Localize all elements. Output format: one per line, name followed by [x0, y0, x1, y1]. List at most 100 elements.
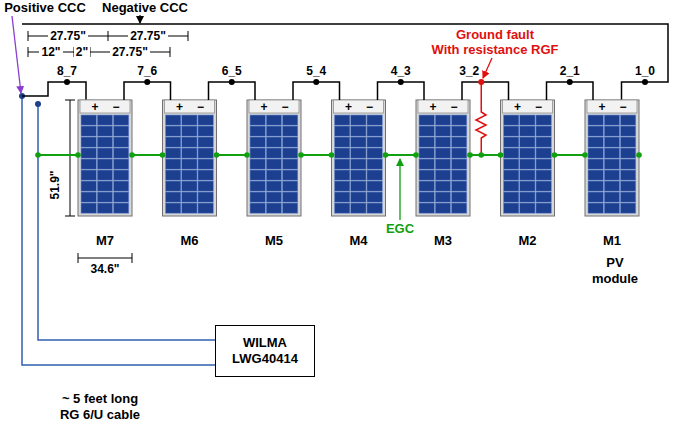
pv-cell [182, 192, 197, 202]
pv-cell [367, 159, 382, 169]
pv-cell [81, 126, 96, 136]
pv-panel [585, 100, 639, 216]
fault-label: Ground fault [456, 28, 534, 42]
pv-cell [282, 159, 297, 169]
pv-cell [166, 181, 181, 191]
pv-cell [620, 170, 635, 180]
junction-box [165, 100, 215, 113]
callout-arrow [139, 15, 140, 23]
pv-cell [81, 181, 96, 191]
egc-wire [555, 154, 586, 156]
pv-cell [588, 181, 603, 191]
pv-cell [198, 203, 213, 213]
pv-panel [501, 100, 555, 216]
fault-label: With resistance RGF [431, 43, 558, 57]
module-name: M6 [180, 234, 198, 248]
module-name: M4 [349, 234, 367, 248]
pv-cell [504, 115, 519, 125]
terminal-name: 4_3 [391, 64, 411, 78]
cable-note: RG 6/U cable [60, 408, 140, 422]
pv-cell [504, 137, 519, 147]
pv-cell [419, 137, 434, 147]
polarity-mark: + [514, 100, 521, 114]
pv-cell [435, 192, 450, 202]
pv-cell [335, 192, 350, 202]
pv-cell [604, 159, 619, 169]
pv-cell [604, 170, 619, 180]
pv-cell [604, 181, 619, 191]
pv-cell [166, 137, 181, 147]
pv-cell [282, 148, 297, 158]
terminal-dot [35, 101, 41, 107]
pv-cell [113, 126, 128, 136]
pv-cell [435, 148, 450, 158]
pv-cell [282, 192, 297, 202]
callout-arrow [399, 159, 400, 220]
junction-box [503, 100, 553, 113]
polarity-mark: + [260, 100, 267, 114]
egc-label: EGC [386, 222, 414, 236]
terminal-name: 6_5 [222, 64, 242, 78]
pv-cell [198, 170, 213, 180]
pv-panel [163, 100, 217, 216]
pv-cell [419, 170, 434, 180]
terminal-dot [567, 79, 573, 85]
pv-cell [182, 148, 197, 158]
pv-cell [266, 192, 281, 202]
pv-cell [620, 148, 635, 158]
egc-wire [470, 154, 501, 156]
pv-cell [182, 181, 197, 191]
pv-cell [604, 148, 619, 158]
pv-cell [588, 159, 603, 169]
polarity-mark: − [535, 100, 542, 114]
pv-cell [335, 115, 350, 125]
egc-dot [329, 152, 335, 158]
pv-cell [198, 181, 213, 191]
pv-cell [520, 192, 535, 202]
pv-cell [367, 203, 382, 213]
pv-panel [247, 100, 301, 216]
pv-cell [351, 159, 366, 169]
pv-cell [282, 203, 297, 213]
pv-cell [520, 203, 535, 213]
pv-cell [435, 203, 450, 213]
pv-cell [113, 115, 128, 125]
wire-label: Negative CCC [102, 1, 188, 15]
pv-cell [335, 170, 350, 180]
pv-panel [332, 100, 386, 216]
pv-cell [266, 181, 281, 191]
egc-wire [38, 154, 78, 156]
pv-cell [435, 181, 450, 191]
pv-cell [435, 137, 450, 147]
pv-cell [504, 203, 519, 213]
pv-cell [536, 148, 551, 158]
pv-cell [335, 126, 350, 136]
pv-cell [536, 192, 551, 202]
egc-wire [386, 154, 417, 156]
pv-cell [419, 148, 434, 158]
pv-cell [588, 137, 603, 147]
egc-dot [244, 152, 250, 158]
pv-cell [113, 148, 128, 158]
terminal-name: 5_4 [306, 64, 326, 78]
pv-cell [620, 137, 635, 147]
pv-cell [266, 159, 281, 169]
instrument-name: WILMA LWG40414 [225, 335, 305, 367]
pv-cell [182, 170, 197, 180]
pv-cell [536, 159, 551, 169]
dimension: 34.6" [90, 262, 119, 276]
pv-cell [351, 170, 366, 180]
pv-cell [166, 148, 181, 158]
pv-cell [250, 170, 265, 180]
pv-cell [166, 115, 181, 125]
dimension: 27.75" [48, 29, 88, 43]
egc-dot [636, 152, 642, 158]
pv-cell [604, 192, 619, 202]
callout-arrow [12, 16, 21, 93]
dimension: 27.75" [110, 45, 150, 59]
egc-dot [160, 152, 166, 158]
pv-cell [620, 203, 635, 213]
pv-cell [97, 126, 112, 136]
pv-cell [97, 203, 112, 213]
module-name: M2 [518, 234, 536, 248]
